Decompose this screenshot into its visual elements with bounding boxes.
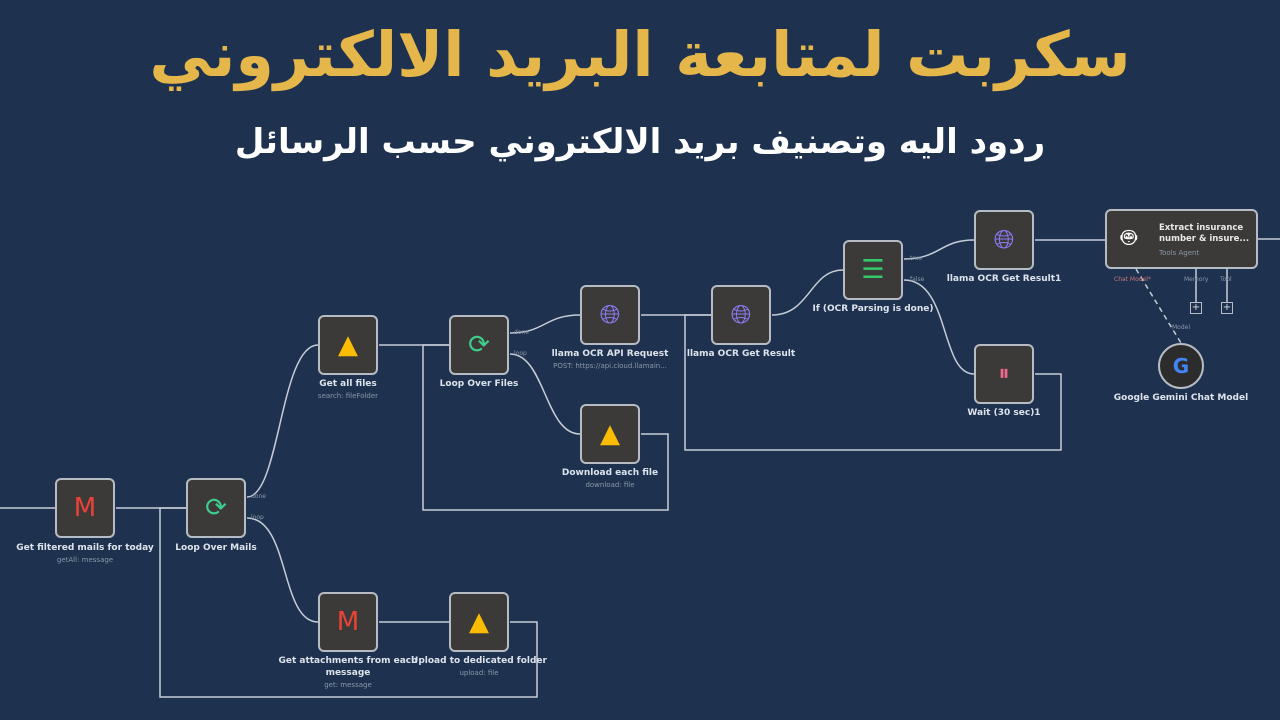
page-subtitle: ردود اليه وتصنيف بريد الالكتروني حسب الر… [234,122,1046,162]
globe-icon: 🌐︎ [730,300,752,330]
edge [903,279,975,375]
globe-icon: 🌐︎ [993,225,1015,255]
gmail-filter-node[interactable]: M [55,478,115,538]
edge [903,239,975,260]
ocr-request-node[interactable]: 🌐︎ [580,285,640,345]
attachments-node[interactable]: M [318,592,378,652]
port-label: loop [514,350,527,357]
if-node[interactable]: ☰ [843,240,903,300]
edge [771,269,844,316]
google-drive-icon: ▲ [338,330,358,360]
edge [246,517,319,623]
edge [159,507,538,698]
loop-mails-node[interactable]: ⟳ [186,478,246,538]
add-tool-button[interactable]: + [1221,302,1233,314]
google-drive-icon: ▲ [600,419,620,449]
port-label: Tool [1220,276,1232,283]
edge [246,344,319,498]
add-memory-button[interactable]: + [1190,302,1202,314]
port-label: done [514,329,529,336]
signpost-icon: ☰ [861,255,885,285]
pause-icon: ⏸︎ [998,361,1010,386]
edge [509,353,581,435]
loop-icon: ⟳ [205,493,227,523]
node-label: Loop Over Mails [175,543,257,553]
edge [422,344,669,511]
ocr-result1-node[interactable]: 🌐︎ [974,210,1034,270]
download-node[interactable]: ▲ [580,404,640,464]
gmail-icon: M [336,607,360,637]
robot-icon: 🤖︎ [1121,223,1137,253]
port-label: Model [1172,324,1191,331]
node-label: llama OCR Get Result [686,349,796,359]
port-label: Chat Model* [1114,276,1151,283]
globe-icon: 🌐︎ [599,300,621,330]
gemini-node[interactable]: G [1158,343,1204,389]
port-label: false [910,276,925,283]
port-label: Memory [1184,276,1209,283]
agent-subtitle: Tools Agent [1159,249,1200,257]
edge [1135,268,1182,344]
ocr-result-node[interactable]: 🌐︎ [711,285,771,345]
gmail-icon: M [73,493,97,523]
node-label: llama OCR Get Result1 [946,274,1062,284]
upload-node[interactable]: ▲ [449,592,509,652]
agent-title: Extract insurance number & insure... [1159,223,1250,244]
node-label: Loop Over Files [439,379,519,389]
port-label: done [251,493,266,500]
port-label: true [910,255,923,262]
google-drive-icon: ▲ [469,607,489,637]
edge [1195,269,1228,302]
node-label: Wait (30 sec)1 [967,408,1041,418]
google-icon: G [1172,354,1190,378]
page-title: سكربت لمتابعة البريد الالكتروني [149,18,1131,91]
loop-files-node[interactable]: ⟳ [449,315,509,375]
get-files-node[interactable]: ▲ [318,315,378,375]
loop-icon: ⟳ [468,330,490,360]
node-label: If (OCR Parsing is done) [812,304,934,314]
ai-agent-node[interactable]: 🤖︎ Extract insurance number & insure... … [1105,209,1258,269]
port-label: loop [251,514,264,521]
edge [509,314,581,334]
node-label: Google Gemini Chat Model [1113,393,1249,403]
wait-node[interactable]: ⏸︎ [974,344,1034,404]
edge [684,314,1062,451]
